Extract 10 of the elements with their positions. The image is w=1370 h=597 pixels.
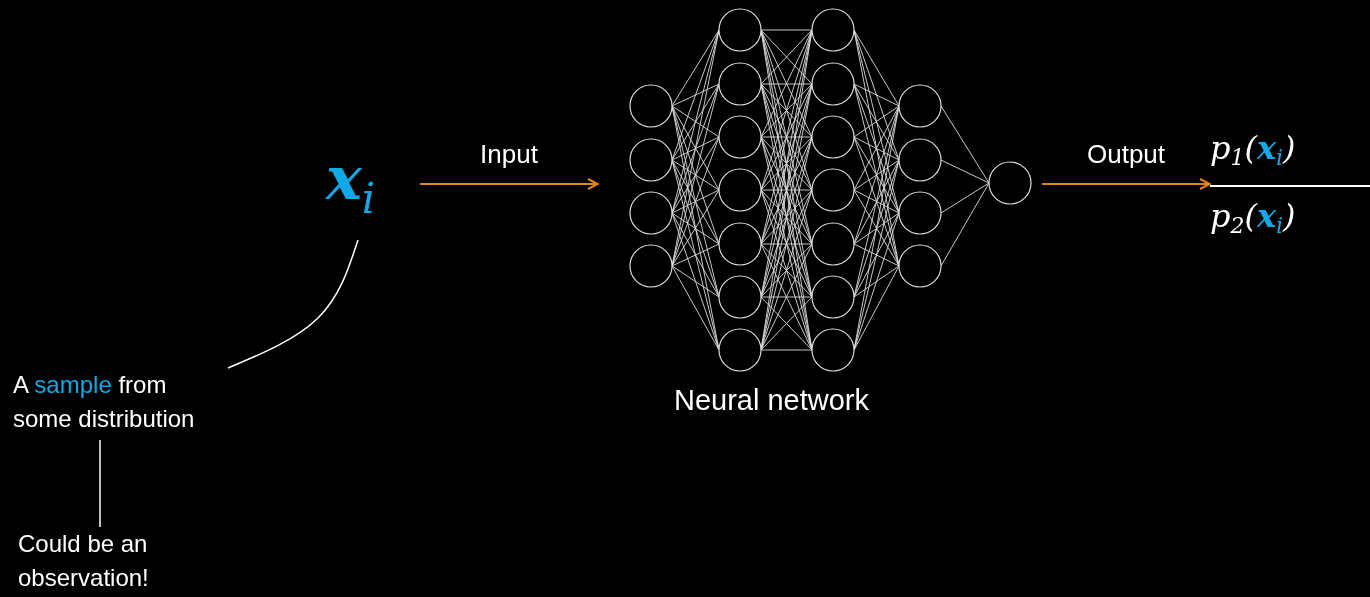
caption-text: Neural network: [674, 384, 870, 417]
note-text: A sample from some distribution: [13, 370, 196, 434]
math-variable: x$_{i}$: [326, 148, 376, 220]
leader-line: [99, 439, 101, 528]
arrow: [1042, 178, 1211, 190]
note-text: Could be an observation!: [18, 529, 150, 593]
arrow: [420, 178, 599, 190]
leader-line: [227, 239, 359, 369]
math-denominator: p$_{2}$(x$_{i}$): [1210, 200, 1297, 237]
math-numerator: p$_{1}$(x$_{i}$): [1210, 132, 1297, 169]
